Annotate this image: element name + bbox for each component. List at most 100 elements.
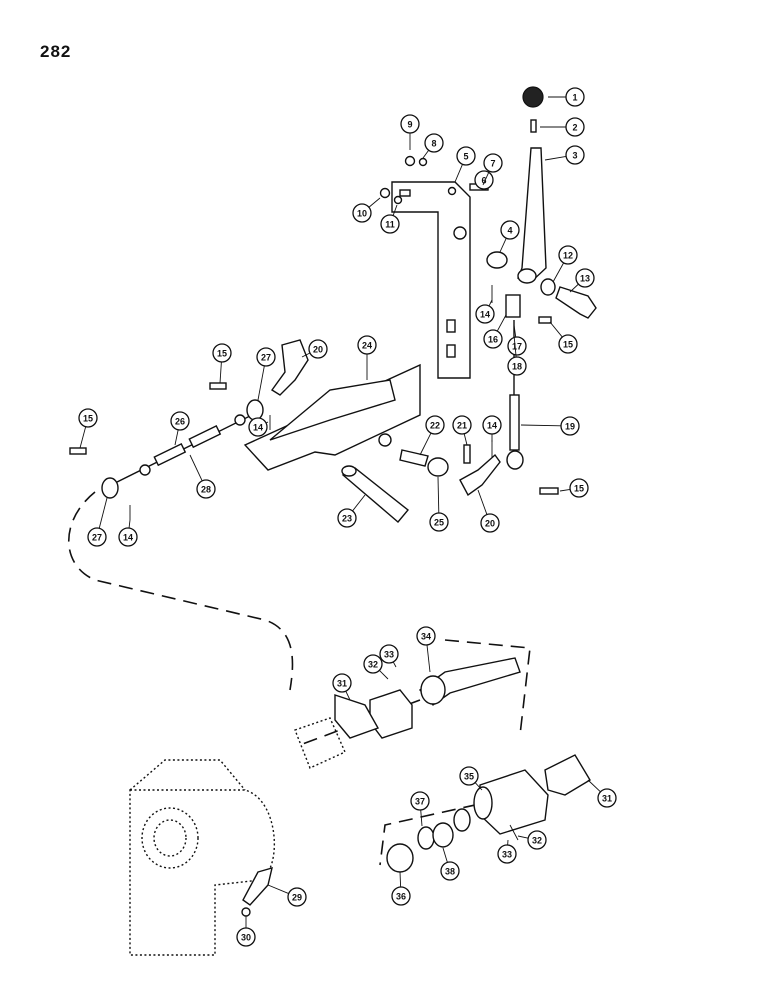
callout-19: 19 (520, 416, 580, 436)
callout-36: 36 (391, 871, 411, 906)
callout-23: 23 (337, 494, 366, 528)
callout-number: 26 (175, 417, 185, 427)
bushing (486, 251, 508, 269)
callout-leader (345, 690, 351, 701)
callout-15d: 15 (78, 408, 98, 449)
callout-leader (301, 352, 311, 358)
callout-16: 16 (483, 314, 507, 349)
callout-number: 14 (487, 421, 497, 431)
callout-bubble (337, 508, 357, 528)
gearbox-housing (129, 789, 276, 956)
callout-bubble (560, 416, 580, 436)
callout-bubble (440, 861, 460, 881)
jam-nut (139, 464, 151, 476)
callout-37: 37 (410, 791, 430, 827)
callout-number: 8 (431, 139, 436, 149)
callout-32b: 32 (517, 830, 547, 850)
dashed-shaft-path (444, 639, 531, 736)
dashed-linkage-path (67, 491, 294, 691)
callout-38: 38 (440, 847, 460, 881)
callout-number: 11 (385, 220, 395, 230)
cotter-pin (509, 824, 519, 841)
callout-13: 13 (569, 268, 595, 293)
callout-15c: 15 (212, 343, 232, 384)
callout-leader (392, 661, 397, 668)
callout-number: 18 (512, 362, 522, 372)
callout-number: 32 (368, 660, 378, 670)
washer (540, 278, 556, 296)
rod-end-clevis (506, 450, 524, 470)
bearing-cup (386, 843, 414, 873)
callout-number: 12 (563, 251, 573, 261)
callout-bubble (475, 304, 495, 324)
callout-leader (482, 171, 490, 186)
callout-30: 30 (236, 916, 256, 947)
callout-number: 30 (241, 933, 251, 943)
callout-leader (569, 283, 579, 293)
callout-bubble (483, 329, 503, 349)
callout-bubble (416, 626, 436, 646)
callout-bubble (357, 335, 377, 355)
lever-arm (270, 339, 309, 396)
callout-bubble (483, 153, 503, 173)
callout-leader (454, 164, 463, 183)
callout-number: 15 (574, 484, 584, 494)
callout-34: 34 (416, 626, 436, 673)
callout-1: 1 (548, 87, 585, 107)
seal-ring (417, 826, 435, 850)
roll-pin (463, 444, 471, 464)
callout-leader (520, 424, 562, 427)
callout-bubble (308, 339, 328, 359)
housing-flange (294, 717, 346, 769)
callout-14d: 14 (118, 519, 138, 547)
rod-end-clevis (246, 399, 264, 421)
callout-number: 5 (463, 152, 468, 162)
callout-leader (426, 644, 431, 673)
callout-bubble (480, 513, 500, 533)
callout-leader (549, 321, 563, 338)
callout-number: 13 (580, 274, 590, 284)
callout-20a: 20 (301, 339, 328, 359)
callout-number: 38 (445, 867, 455, 877)
shift-lever (517, 147, 547, 283)
callout-bubble (482, 415, 502, 435)
lever-pin (530, 119, 537, 133)
callout-leader (513, 324, 517, 338)
pivot-bolt (555, 286, 597, 319)
callout-number: 22 (430, 421, 440, 431)
callout-number: 24 (362, 341, 372, 351)
pin (209, 382, 227, 390)
callout-leader (219, 361, 222, 384)
jam-nut (234, 414, 246, 426)
link-sleeve (153, 442, 187, 467)
mounting-bracket (391, 181, 471, 379)
callout-leader (189, 454, 203, 482)
callout-leader (392, 204, 398, 216)
gearbox-housing-top (129, 759, 246, 791)
detent-lever (242, 866, 273, 906)
callout-leader (499, 238, 507, 253)
callout-11: 11 (380, 204, 400, 234)
callout-number: 36 (396, 892, 406, 902)
callout-leader (559, 488, 571, 492)
callout-number: 34 (421, 632, 431, 642)
callout-number: 4 (507, 226, 512, 236)
callout-bubble (236, 927, 256, 947)
callout-bubble (429, 512, 449, 532)
callout-number: 9 (407, 120, 412, 130)
callout-bubble (118, 527, 138, 547)
callout-24: 24 (357, 335, 377, 380)
washer (447, 186, 457, 196)
callout-bubble (170, 411, 190, 431)
output-shaft-bore (473, 786, 493, 820)
callout-bubble (87, 527, 107, 547)
callout-bubble (575, 268, 595, 288)
callout-number: 16 (488, 335, 498, 345)
callout-leader (419, 432, 432, 456)
callout-number: 23 (342, 514, 352, 524)
callout-number: 31 (602, 794, 612, 804)
callout-leader (513, 334, 517, 358)
callout-27b: 27 (87, 497, 108, 547)
callout-leader (544, 156, 567, 161)
callout-bubble (565, 87, 585, 107)
